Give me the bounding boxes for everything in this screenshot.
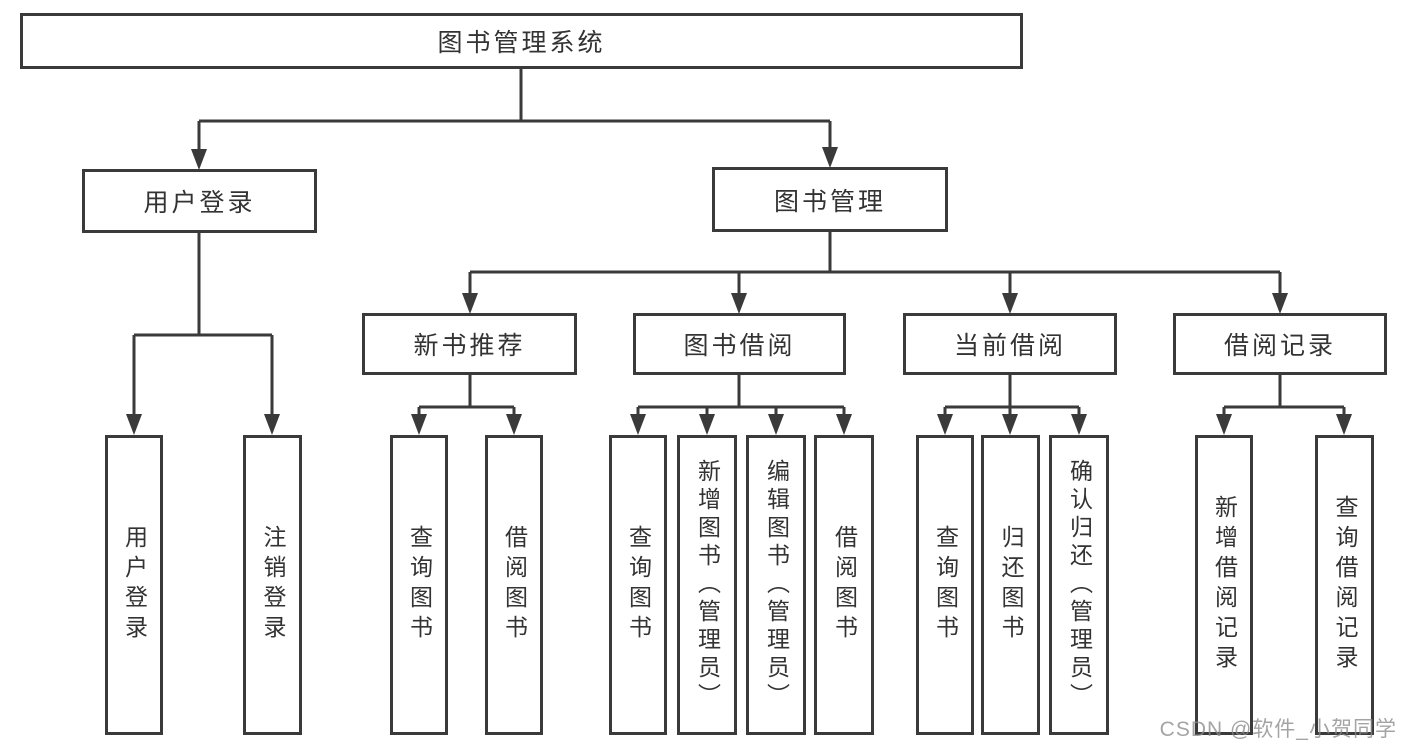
node-records-query-record: 查询借阅记录 [1315,435,1374,735]
node-book-management: 图书管理 [712,167,948,232]
node-borrow-add-books-admin: 新增图书（管理员） [677,435,737,735]
node-current-confirm-return-admin: 确认归还（管理员） [1049,435,1109,735]
node-borrow-query-books: 查询图书 [609,435,667,735]
node-user-login-leaf: 用户登录 [105,435,163,735]
node-current-return-books: 归还图书 [981,435,1040,735]
node-user-login: 用户登录 [82,169,317,233]
node-current-borrowing: 当前借阅 [903,313,1117,375]
node-borrowing-records: 借阅记录 [1173,313,1387,375]
node-current-query-books: 查询图书 [916,435,974,735]
connector-arrowheads [126,147,1352,435]
node-new-book-recommend: 新书推荐 [362,313,577,375]
watermark: CSDN @软件_小贺同学 [1159,718,1397,741]
node-records-add-record: 新增借阅记录 [1195,435,1253,735]
node-newrec-query-books: 查询图书 [390,435,448,735]
node-newrec-borrow-books: 借阅图书 [485,435,543,735]
node-borrow-edit-books-admin: 编辑图书（管理员） [746,435,806,735]
node-logout-leaf: 注销登录 [243,435,302,735]
node-book-borrowing: 图书借阅 [633,313,846,375]
node-borrow-borrow-books: 借阅图书 [814,435,874,735]
node-library-system: 图书管理系统 [20,13,1023,69]
